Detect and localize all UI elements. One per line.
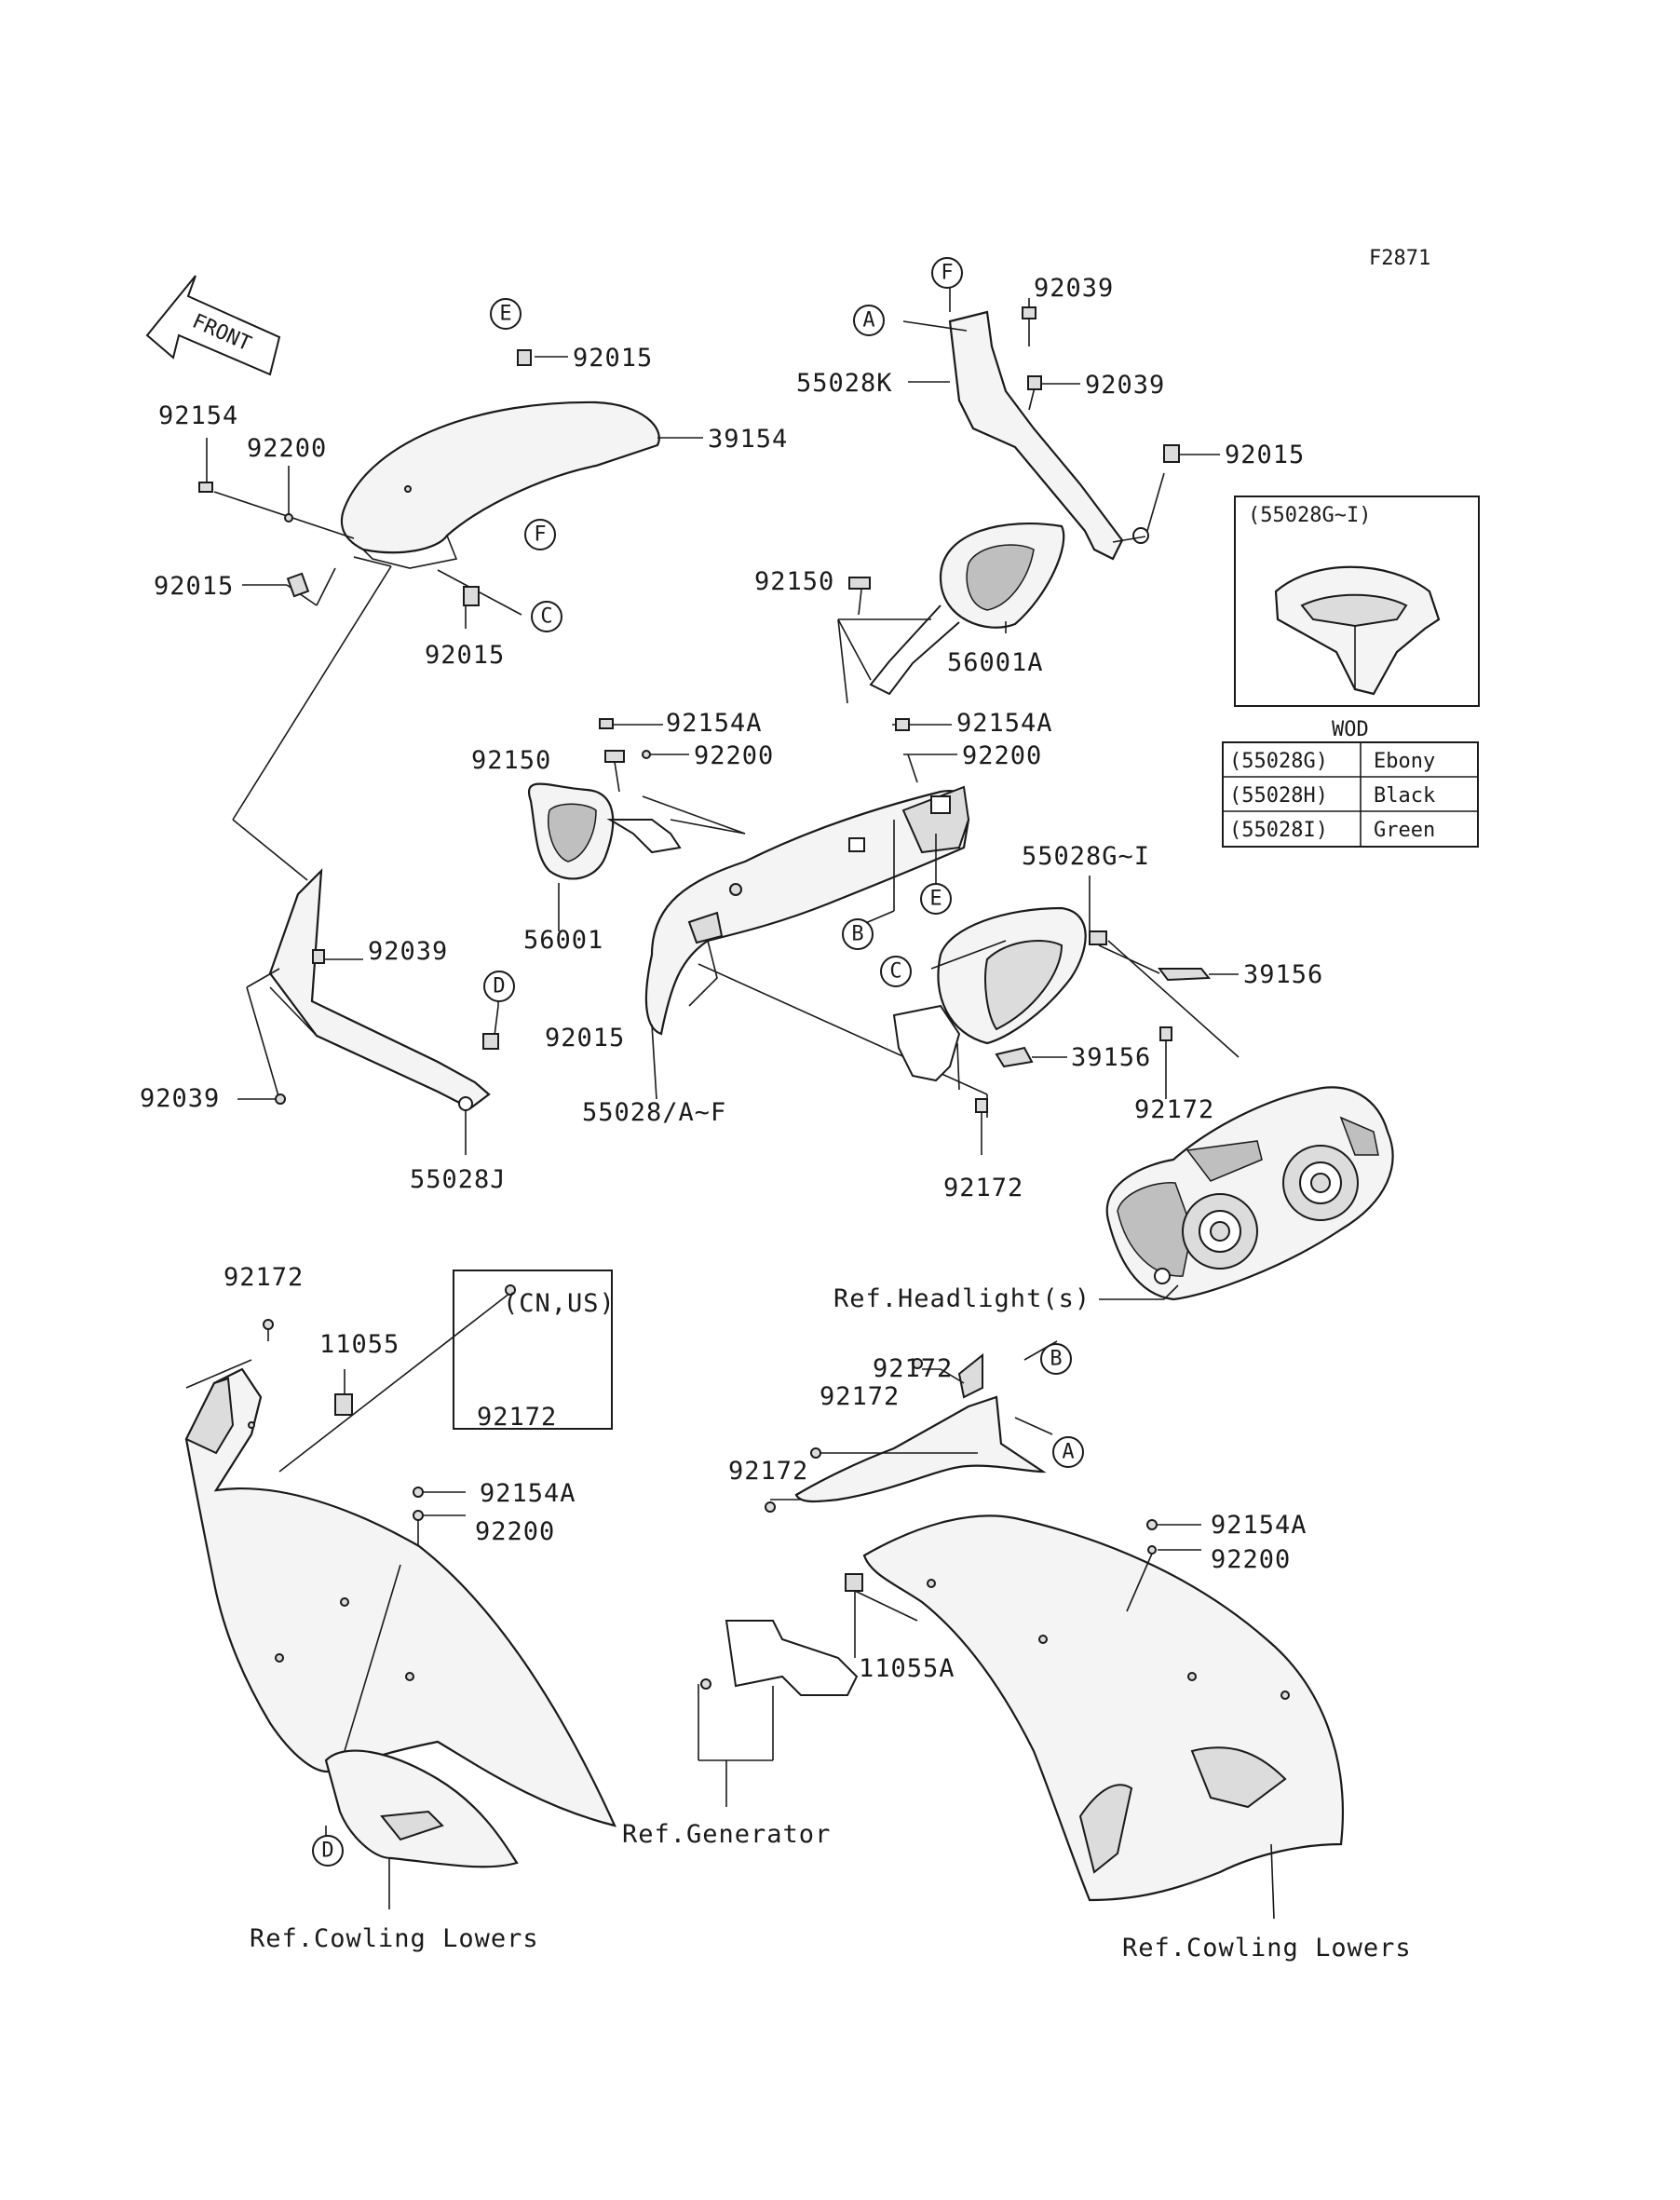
callout-e-label: E [929, 888, 942, 911]
part-label: 55028K [796, 369, 893, 398]
part-label: 55028/A~F [582, 1098, 726, 1127]
callout-e-label: E [499, 303, 511, 326]
inset-caption: WOD [1332, 718, 1369, 741]
part-label: 92015 [425, 641, 505, 670]
callout-b-label: B [1050, 1348, 1062, 1371]
part-label: 92015 [154, 572, 234, 601]
leaders-upper-right [902, 279, 1220, 463]
side-bracket-55028J [268, 868, 491, 1111]
part-label: (CN,US) [503, 1289, 616, 1318]
part-label: 92154 [158, 401, 238, 430]
callout-e-circle [920, 883, 952, 915]
part-label: 92172 [943, 1174, 1023, 1202]
part-label: 11055 [319, 1330, 400, 1359]
part-label: 92172 [728, 1457, 808, 1486]
callout-d-label: D [321, 1840, 333, 1863]
color-row-code: (55028I) [1229, 819, 1328, 842]
callout-b-label: B [851, 923, 863, 946]
inset-title: (55028G~I) [1248, 504, 1371, 527]
mirror-56001 [528, 750, 746, 931]
part-label: 92154A [480, 1479, 576, 1508]
part-label: 92172 [477, 1403, 557, 1432]
part-label: Ref.Cowling Lowers [1122, 1934, 1412, 1962]
part-label: Ref.Cowling Lowers [250, 1924, 539, 1953]
part-label: Ref.Generator [622, 1820, 831, 1849]
part-label: 92039 [140, 1084, 220, 1113]
color-row-color: Green [1374, 819, 1435, 842]
callout-b-circle [842, 918, 874, 950]
callout-a-label: A [862, 309, 874, 333]
cn-us-box [453, 1270, 613, 1430]
fasteners-upper-left [198, 349, 532, 1105]
callout-a-circle [853, 305, 885, 336]
part-label: 92150 [754, 567, 834, 596]
headlight-assembly [1099, 1086, 1394, 1301]
part-label: 56001 [523, 926, 603, 955]
color-row-color: Black [1374, 784, 1435, 808]
inset-box [1234, 496, 1480, 707]
part-label: 92172 [1134, 1095, 1214, 1124]
part-label: 92015 [1225, 441, 1305, 469]
part-label: 92015 [545, 1024, 625, 1052]
callout-c-label: C [540, 605, 552, 629]
figure-code: F2871 [1369, 247, 1430, 270]
part-label: 11055A [859, 1654, 955, 1683]
callout-c-label: C [889, 960, 901, 984]
part-label: 56001A [947, 648, 1044, 677]
part-label: 92172 [873, 1354, 953, 1383]
part-label: 92172 [820, 1382, 900, 1411]
part-label: 92039 [1085, 371, 1165, 400]
callout-c-circle [531, 601, 562, 632]
part-label: 92154A [666, 709, 763, 738]
part-label: 92039 [1034, 274, 1114, 303]
part-label: 92172 [224, 1263, 304, 1292]
callout-circles: E F C D F A B E C D B A [312, 257, 1084, 1867]
part-label: 92150 [471, 746, 551, 775]
callout-d-label: D [493, 975, 505, 998]
callout-a-label: A [1062, 1441, 1074, 1464]
part-label: 92200 [1211, 1545, 1291, 1574]
color-row-color: Ebony [1374, 750, 1435, 773]
part-label: 39156 [1243, 960, 1323, 989]
callout-f-label: F [941, 262, 953, 285]
callout-d-circle [312, 1835, 344, 1867]
color-row-code: (55028G) [1229, 750, 1328, 773]
callout-d-circle [483, 971, 515, 1002]
part-labels: 92015 39154 92154 92200 92015 92015 9203… [140, 274, 1412, 1962]
callout-f-circle [524, 519, 556, 550]
part-label: 39154 [708, 425, 788, 454]
callout-b-circle [1040, 1343, 1072, 1375]
side-fairing-left [184, 1284, 616, 1909]
part-label: 92200 [247, 434, 327, 463]
side-fairing-right [698, 1340, 1344, 1920]
callout-c-circle [880, 956, 912, 987]
part-label: 39156 [1071, 1043, 1151, 1072]
windshield-39154 [340, 401, 660, 569]
callout-f-circle [931, 257, 963, 289]
callout-a-circle [1052, 1436, 1084, 1468]
front-arrow-icon: FRONT [145, 275, 281, 376]
part-label: 92039 [368, 937, 448, 966]
part-label: 92200 [962, 741, 1042, 770]
callout-f-label: F [534, 523, 546, 547]
part-label: 92154A [1211, 1511, 1307, 1540]
upper-cowl-55028 [644, 785, 970, 1036]
meter-cover-55028G-I [892, 876, 1240, 1118]
part-label: Ref.Headlight(s) [833, 1284, 1091, 1313]
color-row-code: (55028H) [1229, 784, 1328, 808]
part-label: 92015 [573, 344, 653, 373]
pads-39156 [975, 944, 1239, 1155]
part-label: 55028G~I [1022, 842, 1150, 871]
mirror-56001A [837, 523, 1065, 704]
inset-55028G-I: (55028G~I) WOD (55028G) Ebony (55028H) B… [1222, 496, 1480, 848]
part-label: 92200 [475, 1517, 555, 1546]
callout-e-circle [490, 298, 522, 330]
part-label: 92154A [956, 709, 1053, 738]
bracket-55028K [948, 310, 1165, 561]
color-table [1222, 741, 1479, 848]
part-label: 55028J [410, 1165, 507, 1194]
part-label: 92200 [694, 741, 774, 770]
